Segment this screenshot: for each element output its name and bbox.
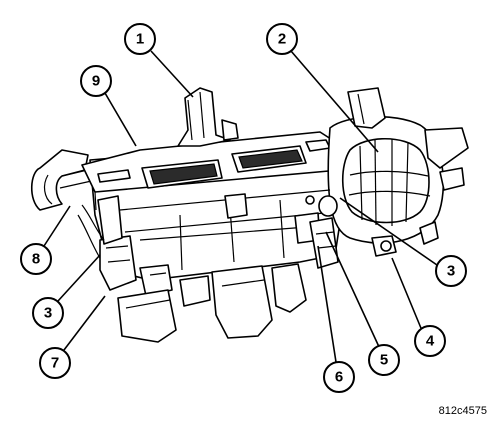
callout-5: 5 <box>368 344 400 376</box>
callout-1-number: 1 <box>136 31 144 48</box>
callout-3-right: 3 <box>435 255 467 287</box>
left-duct-hose <box>30 149 89 211</box>
callout-1: 1 <box>124 23 156 55</box>
blower-motor-cage <box>341 137 430 224</box>
callout-4-number: 4 <box>426 333 435 350</box>
callout-2: 2 <box>266 23 298 55</box>
callout-7: 7 <box>39 347 71 379</box>
callout-4: 4 <box>414 325 446 357</box>
callout-2-number: 2 <box>278 31 286 48</box>
blower-right-flange <box>424 127 469 169</box>
callout-5-number: 5 <box>380 352 388 369</box>
floor-duct-right <box>271 263 307 313</box>
floor-duct-center <box>211 265 273 339</box>
left-actuator <box>99 235 137 291</box>
hvac-housing-illustration <box>30 87 469 343</box>
blower-inlet-duct <box>347 87 386 129</box>
callout-3-left: 3 <box>32 297 64 329</box>
callout-6: 6 <box>323 361 355 393</box>
callout-6-number: 6 <box>335 369 343 386</box>
callout-3-left-number: 3 <box>44 305 52 322</box>
callout-3-right-number: 3 <box>447 263 455 280</box>
callout-7-number: 7 <box>51 355 59 372</box>
floor-duct-left <box>117 289 177 343</box>
right-actuator <box>309 217 339 269</box>
figure-code: 812c4575 <box>439 405 487 417</box>
callout-8: 8 <box>20 243 52 275</box>
mode-door-actuator <box>97 195 123 245</box>
callout-9: 9 <box>80 65 112 97</box>
callout-9-number: 9 <box>92 73 100 90</box>
leader-lines <box>43 50 438 363</box>
callout-8-number: 8 <box>32 251 40 268</box>
